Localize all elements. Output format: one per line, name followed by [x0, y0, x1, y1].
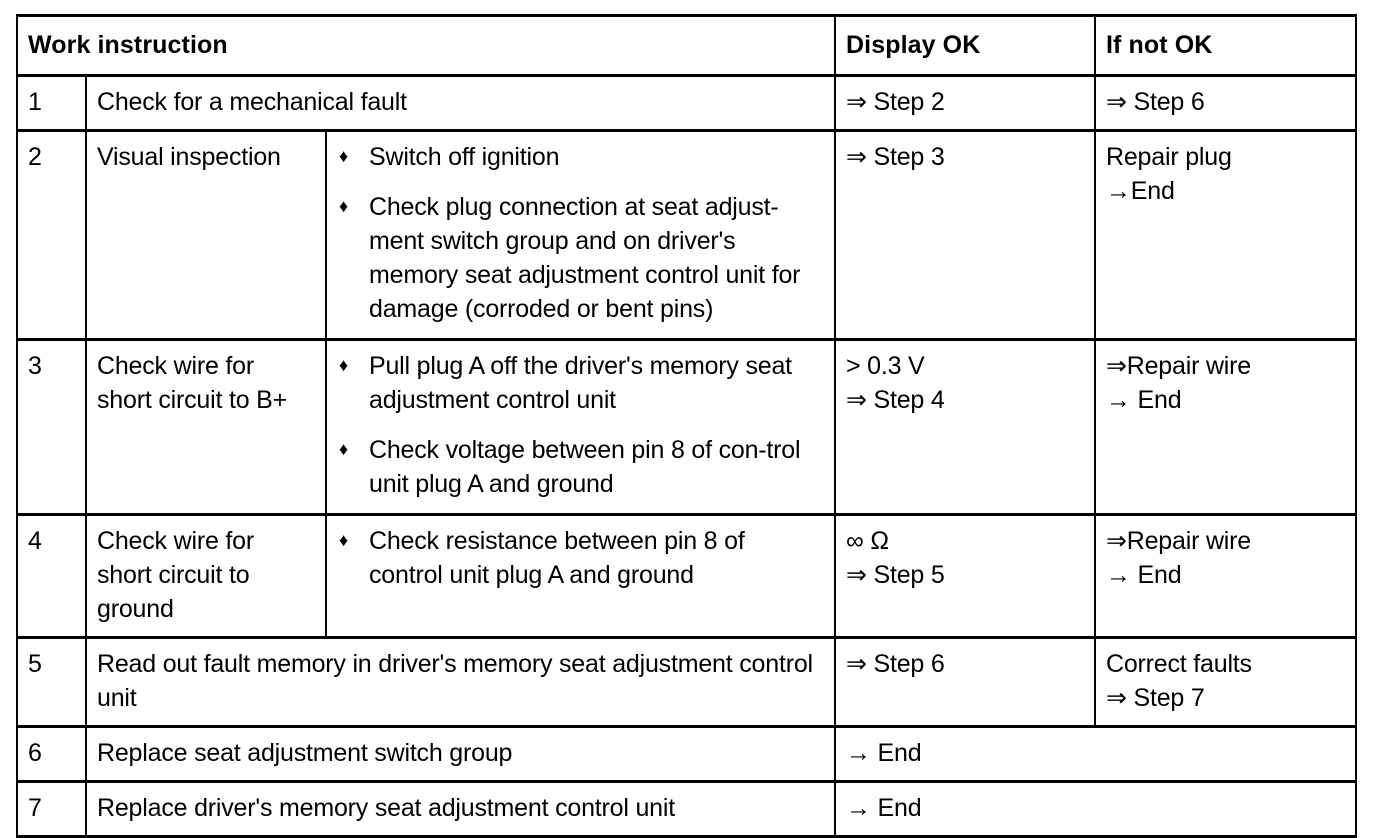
- if-not-ok-value: Repair plug →End: [1094, 129, 1357, 341]
- diamond-bullet-icon: ♦: [339, 196, 348, 216]
- step-number: 5: [16, 636, 87, 728]
- if-not-ok-value: Correct faults ⇒ Step 7: [1094, 636, 1357, 728]
- detail-bullet-list: ♦ Pull plug A off the driver's memory sea…: [337, 349, 824, 501]
- if-not-ok-value: ⇒ Step 6: [1094, 74, 1357, 132]
- work-instruction-details: ♦ Pull plug A off the driver's memory sea…: [325, 338, 836, 516]
- display-ok-value: ⇒ Step 3: [834, 129, 1096, 341]
- column-header-if-not-ok: If not OK: [1094, 14, 1357, 77]
- column-header-work-instruction: Work instruction: [16, 14, 836, 77]
- detail-bullet-text: Check voltage between pin 8 of con-trol …: [369, 436, 801, 498]
- detail-bullet-text: Pull plug A off the driver's memory seat…: [369, 352, 792, 414]
- work-instruction-task: Check wire for short circuit to ground: [85, 513, 327, 639]
- detail-bullet-item: ♦ Pull plug A off the driver's memory sea…: [337, 349, 824, 417]
- detail-bullet-item: ♦ Check resistance between pin 8 of contr…: [337, 524, 824, 592]
- work-instruction-task: Replace seat adjustment switch group: [85, 725, 836, 783]
- work-instruction-details: ♦ Check resistance between pin 8 of contr…: [325, 513, 836, 639]
- if-not-ok-value: ⇒Repair wire → End: [1094, 513, 1357, 639]
- detail-bullet-list: ♦ Check resistance between pin 8 of contr…: [337, 524, 824, 592]
- step-number: 3: [16, 338, 87, 516]
- display-ok-value: ⇒ Step 6: [834, 636, 1096, 728]
- table-header: Work instruction Display OK If not OK: [16, 14, 1357, 77]
- work-instruction-details: ♦ Switch off ignition ♦ Check plug connecti…: [325, 129, 836, 341]
- detail-bullet-text: Check resistance between pin 8 of contro…: [369, 527, 745, 589]
- diamond-bullet-icon: ♦: [339, 530, 348, 550]
- display-ok-value: → End: [834, 725, 1357, 783]
- if-not-ok-value: ⇒Repair wire → End: [1094, 338, 1357, 516]
- step-number: 2: [16, 129, 87, 341]
- detail-bullet-list: ♦ Switch off ignition ♦ Check plug connecti…: [337, 140, 824, 326]
- diamond-bullet-icon: ♦: [339, 146, 348, 166]
- table-header-row: Work instruction Display OK If not OK: [16, 14, 1357, 77]
- display-ok-value: > 0.3 V ⇒ Step 4: [834, 338, 1096, 516]
- detail-bullet-item: ♦ Check plug connection at seat adjust-me…: [337, 190, 824, 326]
- work-instruction-task: Visual inspection: [85, 129, 327, 341]
- detail-bullet-text: Check plug connection at seat adjust-men…: [369, 193, 801, 323]
- work-instruction-task: Check wire for short circuit to B+: [85, 338, 327, 516]
- work-instruction-task: Check for a mechanical fault: [85, 74, 836, 132]
- step-number: 4: [16, 513, 87, 639]
- display-ok-value: ⇒ Step 2: [834, 74, 1096, 132]
- diamond-bullet-icon: ♦: [339, 355, 348, 375]
- work-instruction-task: Read out fault memory in driver's memory…: [85, 636, 836, 728]
- diamond-bullet-icon: ♦: [339, 439, 348, 459]
- display-ok-value: ∞ Ω ⇒ Step 5: [834, 513, 1096, 639]
- step-number: 6: [16, 725, 87, 783]
- detail-bullet-item: ♦ Switch off ignition: [337, 140, 824, 174]
- column-header-display-ok: Display OK: [834, 14, 1096, 77]
- step-number: 1: [16, 74, 87, 132]
- detail-bullet-item: ♦ Check voltage between pin 8 of con-trol…: [337, 433, 824, 501]
- detail-bullet-text: Switch off ignition: [369, 143, 560, 171]
